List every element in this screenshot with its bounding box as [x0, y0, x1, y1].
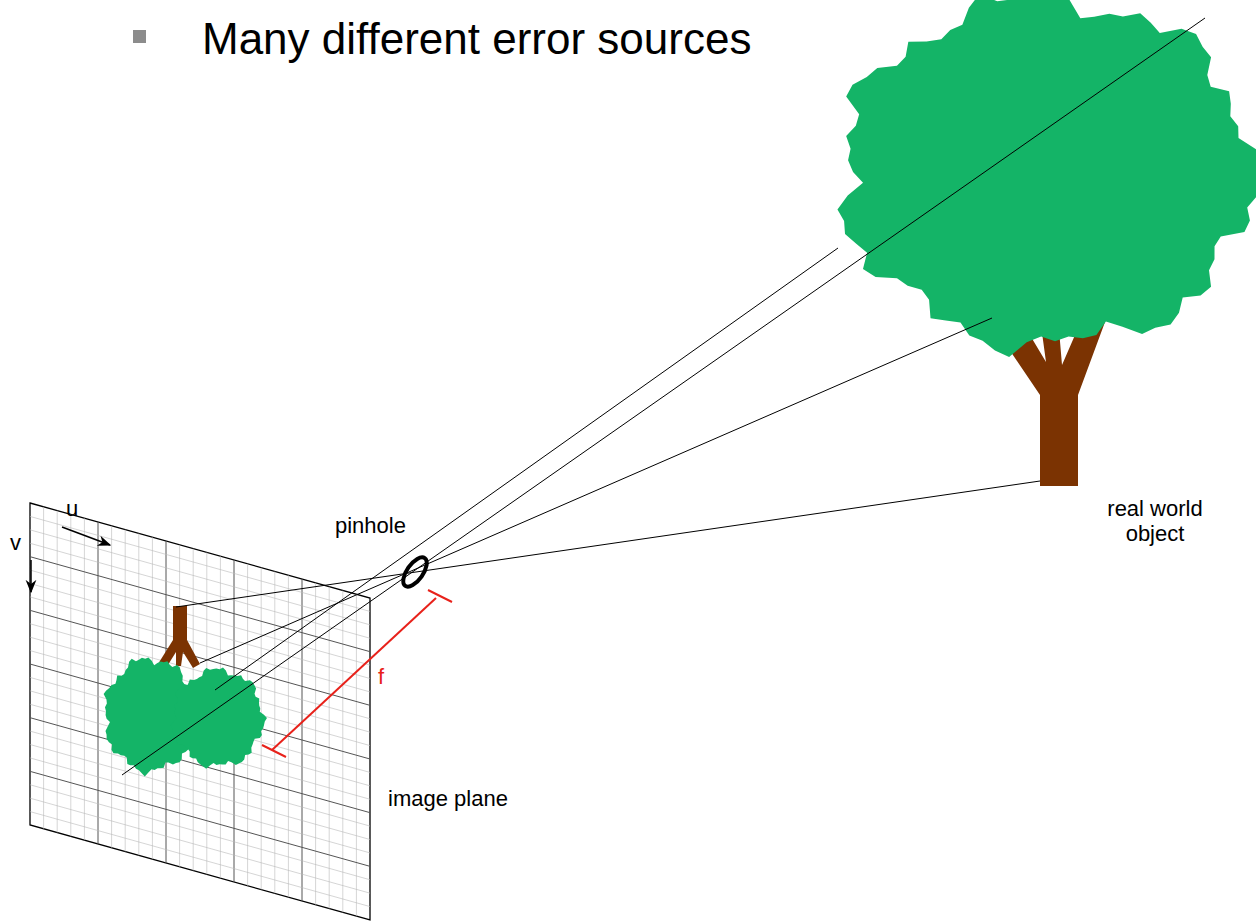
- axis-label: u: [66, 496, 78, 521]
- image-tree-crown: [171, 668, 267, 769]
- tree-crown: [837, 0, 1256, 357]
- trees: [104, 0, 1256, 777]
- axis-label: v: [10, 530, 21, 555]
- u-axis-arrow: [62, 527, 110, 545]
- bullet-square: [133, 30, 146, 43]
- focal-length-bracket: [262, 590, 452, 757]
- projection-ray: [122, 18, 1205, 775]
- dimension-label: f: [376, 664, 386, 689]
- image-plane-outline: [30, 503, 370, 920]
- part-label: pinhole: [335, 513, 406, 538]
- image-tree-trunk: [158, 606, 200, 668]
- projection-ray: [176, 481, 1040, 607]
- v-axis-arrow: [30, 560, 32, 592]
- image-plane: [30, 503, 370, 920]
- part-label: real world object: [1080, 496, 1230, 547]
- projection-ray: [200, 318, 992, 663]
- projection-rays: [122, 18, 1205, 775]
- pinhole-symbol: [399, 553, 432, 590]
- slide-title: Many different error sources: [202, 14, 751, 65]
- part-label: image plane: [388, 786, 508, 811]
- projection-ray: [215, 248, 838, 690]
